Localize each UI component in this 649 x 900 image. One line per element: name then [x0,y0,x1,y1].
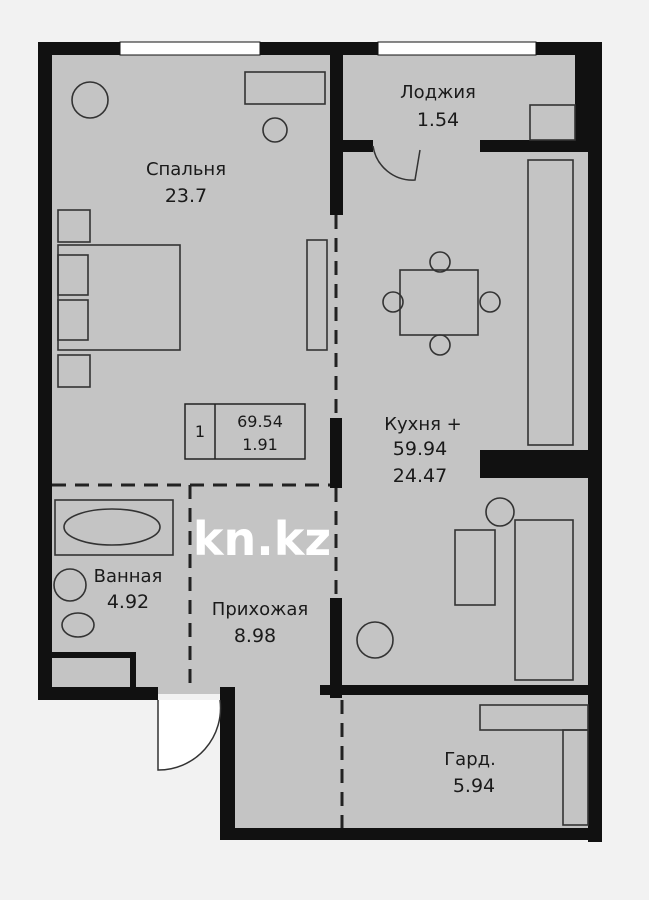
hallway-area: 8.98 [234,625,276,647]
wardrobe-area: 5.94 [453,775,495,797]
rooms-count: 1 [195,422,205,441]
partitions [52,215,344,828]
sofa [514,519,574,681]
toilet [61,612,95,638]
tv-stand [306,239,328,351]
coffee-table [454,529,496,606]
hallway-name: Прихожая [212,599,308,620]
bathtub [54,499,174,556]
wardrobe-name: Гард. [444,749,496,770]
bathroom-area: 4.92 [107,591,149,613]
kitchen-name: Кухня + [384,414,461,435]
total-area: 69.54 [237,412,283,431]
plant [71,81,109,119]
nightstand [57,209,91,243]
wardrobe-rail [479,704,589,731]
furniture [53,71,589,826]
loggia-door[interactable] [372,145,421,181]
bathroom-name: Ванная [94,566,163,587]
loggia-area: 1.54 [417,109,459,131]
sink [53,568,87,602]
loggia-name: Лоджия [400,82,476,103]
plant [356,621,394,659]
bed [57,244,181,351]
washer [529,104,576,141]
summary-extra: 1.91 [242,435,278,454]
kitchen-area-extra: 59.94 [393,438,447,460]
kitchen-counter [527,159,574,446]
summary-box: 1 69.54 1.91 [184,403,306,460]
bedroom-area: 23.7 [165,185,207,207]
watermark: kn.kz [193,512,331,566]
nightstand [57,354,91,388]
lamp [485,497,515,527]
kitchen-area: 24.47 [393,465,447,487]
entrance-door[interactable] [157,699,222,771]
floor [40,44,598,830]
bedroom-name: Спальня [146,159,226,180]
windows [119,41,537,56]
